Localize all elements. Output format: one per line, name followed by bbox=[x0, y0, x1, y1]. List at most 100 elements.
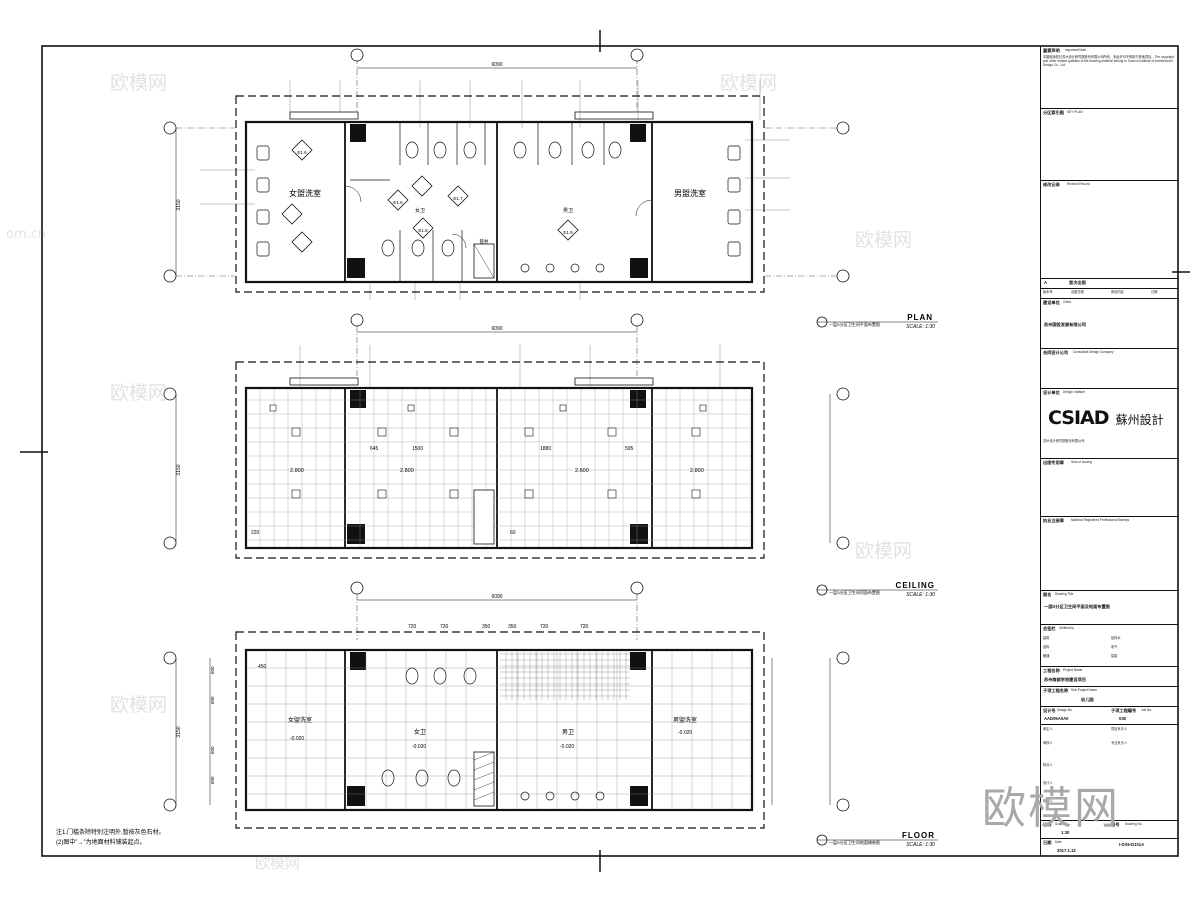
ceiling-view: 2.800 2.800 2.600 2.800 645 1500 1880 59… bbox=[163, 313, 938, 598]
watermark-large: 欧模网 bbox=[982, 783, 1120, 834]
floor-level-1: -0.020 bbox=[290, 736, 304, 742]
plan-room-male: 男卫 bbox=[563, 208, 573, 214]
floor-note-1: 注1.门槛条除特别注明外,暂按灰色石材。 bbox=[56, 828, 165, 836]
tb-job-no-value: 035 bbox=[1119, 716, 1126, 721]
tb-scale-en: Scale bbox=[1055, 822, 1063, 826]
title-block: 重要声明 Important Note 本图纸版权归苏州设计研究院股份有限公司所… bbox=[1040, 46, 1179, 856]
ceiling-height-1: 2.800 bbox=[290, 468, 304, 474]
tb-design-no-value: AAD05A0A0 bbox=[1044, 716, 1069, 721]
tb-person-7: 制图人 bbox=[1043, 799, 1053, 803]
tb-subproject-label: 子项工程名称 bbox=[1043, 688, 1069, 693]
tb-notice-label: 重要声明 bbox=[1043, 48, 1060, 53]
tb-check-6: 智能 bbox=[1111, 654, 1118, 658]
tb-issue-col-3: 修改内容 bbox=[1111, 290, 1124, 294]
tb-issue-col-4: 日期 bbox=[1151, 290, 1158, 294]
tb-revision-en: Revised Record bbox=[1067, 182, 1090, 186]
tb-issue-head: 版本号 出图日期 修改内容 日期 bbox=[1041, 288, 1179, 299]
tb-seal-en: Seal of Issuing bbox=[1071, 460, 1092, 464]
ceiling-dim-1: 645 bbox=[370, 446, 379, 452]
tb-client: 建设单位 Client 苏州国投发展有限公司 bbox=[1041, 298, 1179, 349]
tb-person-6: 设计人 bbox=[1043, 781, 1053, 785]
floor-dim-top-3: 350 bbox=[482, 624, 491, 630]
tb-design: 设计单位 Design Institute 苏州设计研究院股份有限公司 bbox=[1041, 388, 1179, 459]
floor-level-3: -0.020 bbox=[560, 744, 574, 750]
floor-dim-top-2: 720 bbox=[440, 624, 449, 630]
tb-issue-text: 首次出图 bbox=[1069, 280, 1086, 285]
tb-issue-row: A 首次出图 bbox=[1041, 278, 1179, 289]
tb-date-en: Date bbox=[1055, 840, 1062, 844]
sheet-frame bbox=[41, 45, 1179, 857]
plan-title: PLAN bbox=[907, 313, 933, 322]
logo-cn: 蘇州設計 bbox=[1115, 413, 1164, 427]
tb-reg-label: 执业注册章 bbox=[1043, 518, 1064, 523]
logo-text: CSIAD bbox=[1048, 407, 1110, 429]
floor-caption: 一层D分区卫生间地面铺装图 bbox=[829, 839, 880, 845]
tb-notice-text: 本图纸版权归苏州设计研究院股份有限公司所有，未经许可不得用于其他项目。The c… bbox=[1043, 55, 1174, 67]
tb-date: 日期 Date 2017.1.13 I-DS5-D101A bbox=[1041, 838, 1179, 856]
tb-design-label: 设计单位 bbox=[1043, 390, 1060, 395]
callout-e1-9: E1.9 bbox=[563, 230, 573, 235]
tb-person-5: 校对人 bbox=[1043, 763, 1053, 767]
ceiling-dim-height: 3150 bbox=[176, 464, 182, 475]
tb-date-value: 2017.1.13 bbox=[1057, 848, 1076, 853]
tb-check-5: 暖通 bbox=[1043, 654, 1050, 658]
tb-check-1: 建筑 bbox=[1043, 636, 1050, 640]
ceiling-dim-width: 6090 bbox=[491, 326, 502, 332]
tb-design-no-label: 设计号 bbox=[1043, 708, 1056, 713]
floor-dim-side-4: 600 bbox=[210, 746, 215, 754]
tb-check-label: 会签栏 bbox=[1043, 626, 1056, 631]
tb-client-label: 建设单位 bbox=[1043, 300, 1060, 305]
floor-dim-top-4: 350 bbox=[508, 624, 517, 630]
callout-e1-6: E1.6 bbox=[297, 150, 307, 155]
floor-dim-width: 6090 bbox=[491, 594, 502, 600]
plan-view: E1.7 E1.5 E1.8 E1.9 E1.6 女盥洗室 女卫 男卫 男盥洗室… bbox=[163, 48, 938, 330]
tb-issue-letter: A bbox=[1044, 280, 1048, 285]
plan-scale: SCALE: 1:30 bbox=[906, 324, 935, 330]
floor-dim-side-1: 450 bbox=[258, 664, 267, 670]
tb-revision-label: 修改记录 bbox=[1043, 182, 1060, 187]
tb-reg-en: National Registered Professional Stamps bbox=[1071, 518, 1130, 522]
ceiling-height-4: 2.800 bbox=[690, 468, 704, 474]
tb-drawing-no-label: 图号 bbox=[1111, 822, 1120, 827]
tb-keyplan-en: KEY PLAN bbox=[1067, 110, 1083, 114]
plan-room-male-wash: 男盥洗室 bbox=[674, 188, 706, 198]
tb-seal: 出图专用章 Seal of Issuing bbox=[1041, 458, 1179, 517]
tb-drawing-no-en: Drawing No. bbox=[1125, 822, 1143, 826]
floor-dim-height: 3150 bbox=[176, 726, 182, 737]
floor-room-female-wash: 女盥洗室 bbox=[288, 716, 312, 724]
ceiling-title: CEILING bbox=[896, 581, 935, 590]
tb-check-4: 电气 bbox=[1111, 645, 1118, 649]
tb-check-2: 给排水 bbox=[1111, 636, 1121, 640]
tb-consultant-en: Consultant Design Company bbox=[1073, 350, 1114, 354]
floor-note-2: (2)图中"→"为地面材料铺装起点。 bbox=[56, 838, 146, 846]
floor-scale: SCALE: 1:30 bbox=[906, 842, 935, 848]
tb-project-name: 苏州南部学校建设项目 bbox=[1044, 677, 1086, 682]
tb-issue-col-2: 出图日期 bbox=[1071, 290, 1084, 294]
tb-project: 工程名称 Project Name 苏州南部学校建设项目 bbox=[1041, 666, 1179, 687]
tb-check-3: 结构 bbox=[1043, 645, 1050, 649]
tb-notice: 重要声明 Important Note 本图纸版权归苏州设计研究院股份有限公司所… bbox=[1041, 46, 1179, 109]
floor-dim-side-5: 600 bbox=[210, 776, 215, 784]
tb-client-name: 苏州国投发展有限公司 bbox=[1044, 322, 1086, 327]
floor-level-2: -0.020 bbox=[412, 744, 426, 750]
tb-drawing-title-label: 图名 bbox=[1043, 592, 1052, 597]
tb-subproject-name: 幼儿园 bbox=[1081, 697, 1094, 702]
ceiling-dim-6: 60 bbox=[510, 530, 516, 536]
tb-logo-sub: 苏州设计研究院股份有限公司 bbox=[1043, 439, 1085, 443]
floor-view: 女盥洗室 女卫 男卫 男盥洗室 -0.020 -0.020 -0.020 -0.… bbox=[56, 581, 938, 848]
callout-e1-5: E1.5 bbox=[393, 200, 403, 205]
tb-drawing-title-en: Drawing Title bbox=[1055, 592, 1074, 596]
floor-room-female: 女卫 bbox=[414, 728, 426, 736]
tb-design-en: Design Institute bbox=[1063, 390, 1085, 394]
floor-dim-top-1: 720 bbox=[408, 624, 417, 630]
tb-person-3: 项目负责人 bbox=[1111, 727, 1127, 731]
floor-level-4: -0.020 bbox=[678, 730, 692, 736]
callout-e1-7: E1.7 bbox=[453, 196, 463, 201]
ceiling-height-2: 2.800 bbox=[400, 468, 414, 474]
tb-keyplan: 分区索引图 KEY PLAN bbox=[1041, 108, 1179, 181]
tb-person-2: 审核人 bbox=[1043, 741, 1053, 745]
csiad-logo: CSIAD 蘇州設計 bbox=[1048, 407, 1164, 429]
floor-dim-top-6: 720 bbox=[580, 624, 589, 630]
